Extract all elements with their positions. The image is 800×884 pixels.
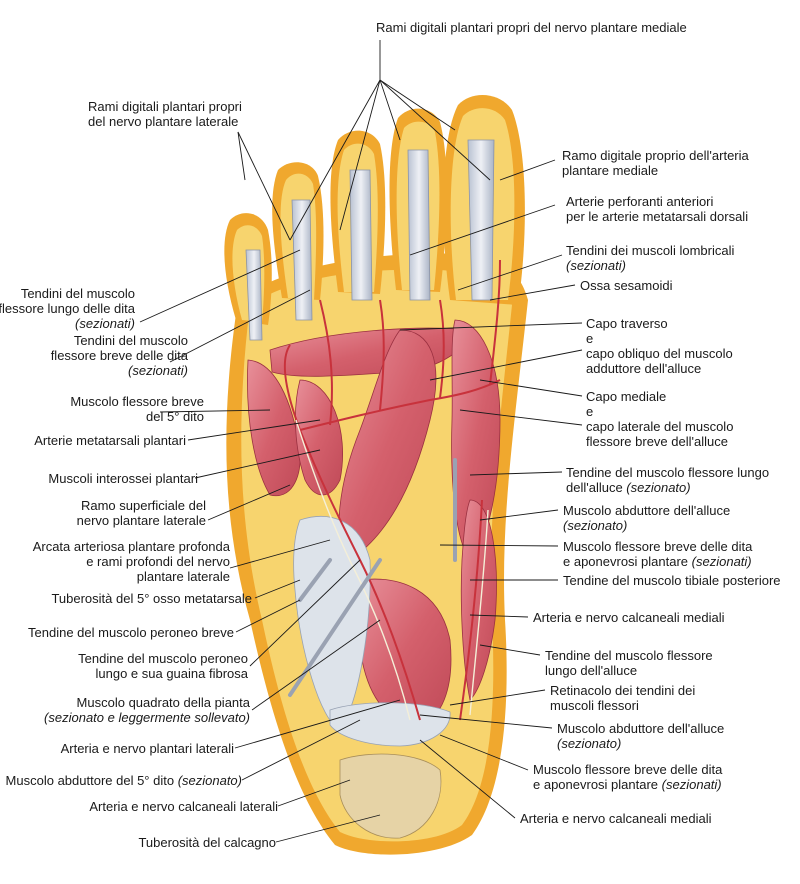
heel-region [293,516,451,839]
leader-lines [139,40,583,843]
nerves [295,419,489,721]
flexor-tendons [245,139,495,341]
label-peroneus-brevis-tendon: Tendine del muscolo peroneo breve [28,625,234,640]
label-lumbrical-tendons: Tendini dei muscoli lombricali(sezionati… [566,243,735,273]
arteries [283,259,501,721]
label-medial-calcaneal-upper: Arteria e nervo calcaneali mediali [533,610,725,625]
label-tibialis-posterior-tendon: Tendine del muscolo tibiale posteriore [563,573,781,588]
label-lateral-calcaneal: Arteria e nervo calcaneali laterali [89,799,278,814]
flexor-digiti-minimi [247,359,301,497]
label-fifth-metatarsal-tuberosity: Tuberosità del 5° osso metatarsale [51,591,252,606]
label-digital-nerves-medial: Rami digitali plantari propri del nervo … [376,20,687,35]
label-abductor-hallucis-lower: Muscolo abduttore dell'alluce(sezionato) [557,721,725,751]
label-abductor-digiti-minimi: Muscolo abduttore del 5° dito (sezionato… [5,773,242,788]
label-calcaneal-tuberosity: Tuberosità del calcagno [138,835,276,850]
label-sesamoid-bones: Ossa sesamoidi [580,278,673,293]
label-abductor-hallucis-upper: Muscolo abduttore dell'alluce(sezionato) [563,503,731,533]
label-quadratus-plantae: Muscolo quadrato della pianta(sezionato … [44,695,250,725]
label-plantar-metatarsal-arteries: Arterie metatarsali plantari [34,433,186,448]
label-lateral-plantar-artery-nerve: Arteria e nervo plantari laterali [60,741,234,756]
label-plantar-interossei: Muscoli interossei plantari [48,471,198,486]
label-medial-calcaneal-lower: Arteria e nervo calcaneali mediali [520,811,712,826]
